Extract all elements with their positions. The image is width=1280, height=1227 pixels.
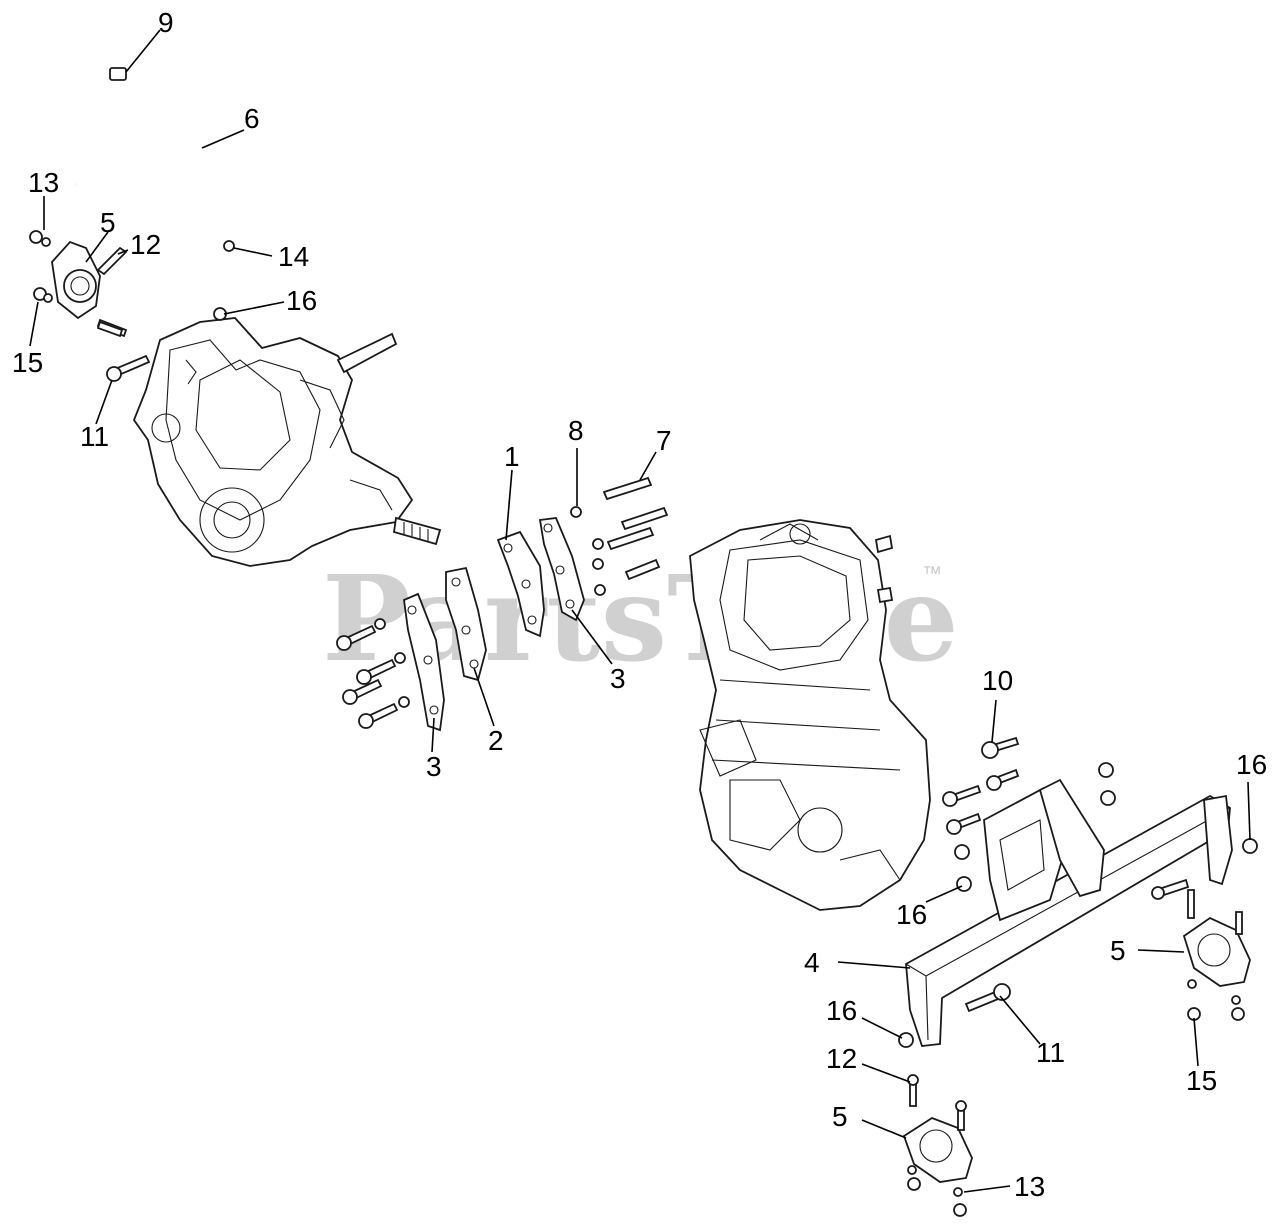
output-shaft-front[interactable]	[336, 332, 398, 374]
hose-fitting[interactable]	[109, 67, 127, 81]
callout-5-right[interactable]: 5	[1110, 935, 1126, 966]
mount-bolt[interactable]	[96, 246, 128, 276]
callout-8[interactable]: 8	[568, 415, 584, 446]
bolt-7[interactable]	[602, 476, 653, 501]
callout-14[interactable]: 14	[278, 241, 309, 272]
vent-hose[interactable]	[74, 67, 235, 252]
callout-labels: 9 6 13 5 12 14 16 15 11 8 7 1 3 3 2 10 1…	[12, 7, 1267, 1202]
hose-clamp[interactable]	[223, 240, 235, 252]
callout-15-right[interactable]: 15	[1186, 1065, 1217, 1096]
transmission-bolts[interactable]	[96, 307, 227, 382]
callout-4[interactable]: 4	[804, 947, 820, 978]
callout-6[interactable]: 6	[244, 103, 260, 134]
bottom-engine-mount[interactable]	[902, 1074, 973, 1217]
watermark-trademark: ™	[922, 563, 942, 585]
callout-3-left[interactable]: 3	[426, 751, 442, 782]
callout-11-right[interactable]: 11	[1036, 1037, 1065, 1068]
plate-1[interactable]	[496, 530, 545, 638]
engine[interactable]	[689, 519, 931, 911]
plate-bolts[interactable]	[336, 476, 669, 729]
callout-13-bottom[interactable]: 13	[1014, 1171, 1045, 1202]
callout-15[interactable]: 15	[12, 347, 43, 378]
washer-8[interactable]	[570, 506, 582, 518]
right-engine-mount[interactable]	[1182, 889, 1251, 1021]
callout-5[interactable]: 5	[100, 207, 116, 238]
transmission[interactable]	[132, 317, 442, 567]
callout-3-right[interactable]: 3	[610, 663, 626, 694]
bolt-10[interactable]	[981, 741, 999, 759]
callout-11[interactable]: 11	[80, 421, 109, 452]
callout-16-lower[interactable]: 16	[826, 995, 857, 1026]
upper-mount-left[interactable]	[29, 230, 128, 338]
callout-9[interactable]: 9	[158, 7, 174, 38]
callout-16[interactable]: 16	[286, 285, 317, 316]
callout-16-center[interactable]: 16	[896, 899, 927, 930]
callout-16-right[interactable]: 16	[1236, 749, 1267, 780]
leader-lines	[29, 29, 1251, 1193]
callout-12-bottom[interactable]: 12	[826, 1043, 857, 1074]
callout-2[interactable]: 2	[488, 725, 504, 756]
callout-13[interactable]: 13	[28, 167, 59, 198]
callout-7[interactable]: 7	[656, 425, 672, 456]
output-shaft-rear[interactable]	[392, 516, 442, 546]
callout-12[interactable]: 12	[130, 229, 161, 260]
callout-10[interactable]: 10	[982, 665, 1013, 696]
plate-3-right[interactable]	[538, 517, 585, 622]
crossmember-bracket[interactable]	[898, 778, 1258, 1048]
engine-mount-bolts[interactable]	[942, 736, 1116, 892]
mount-plates[interactable]	[403, 517, 585, 732]
callout-1[interactable]: 1	[504, 441, 520, 472]
nut[interactable]	[29, 230, 43, 244]
callout-5-bottom[interactable]: 5	[832, 1101, 848, 1132]
